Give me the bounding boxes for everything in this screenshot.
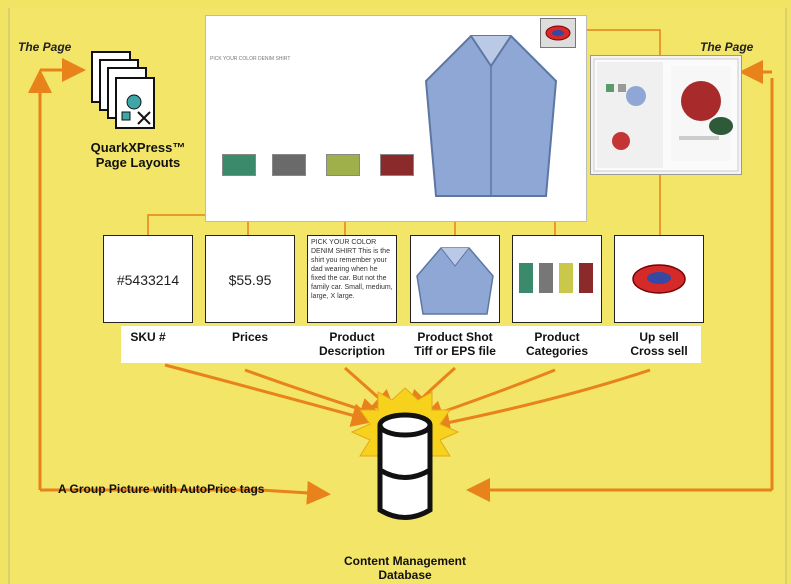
card-price: $55.95 <box>205 235 295 323</box>
caption-sku: SKU # <box>96 330 200 344</box>
card-description: PICK YOUR COLOR DENIM SHIRT This is the … <box>307 235 397 323</box>
page-label-right: The Page <box>700 40 754 54</box>
shirt-thumbnail <box>416 247 494 315</box>
database-icon <box>377 412 433 520</box>
layout-body-text: PICK YOUR COLOR DENIM SHIRT <box>210 56 291 62</box>
page-stack-icon <box>91 51 155 129</box>
description-text: PICK YOUR COLOR DENIM SHIRT This is the … <box>311 239 393 300</box>
page-thumbnail <box>590 55 742 175</box>
layout-swatch-3 <box>326 154 360 176</box>
card-product-shot <box>410 235 500 323</box>
quark-label-line2: Page Layouts <box>95 155 181 170</box>
sku-value: #5433214 <box>116 272 180 288</box>
caption-categories-line1: Product <box>534 330 580 344</box>
page-label-left: The Page <box>18 40 72 54</box>
caption-prices-line1: Prices <box>231 330 269 344</box>
card-sku: #5433214 <box>103 235 193 323</box>
layout-swatch-1 <box>222 154 256 176</box>
group-picture-arrow <box>259 480 331 505</box>
group-picture-label: A Group Picture with AutoPrice tags <box>58 482 265 496</box>
category-swatches <box>519 263 593 293</box>
cms-label-line2: Database <box>378 568 432 582</box>
cms-label-line1: Content Management <box>343 554 466 568</box>
quark-label: QuarkXPress™ Page Layouts <box>78 140 198 170</box>
caption-description-line1: Product <box>329 330 375 344</box>
layout-upsell-frame <box>540 18 576 48</box>
card-categories <box>512 235 602 323</box>
caption-sku-line1: SKU # <box>130 330 166 344</box>
quark-label-line1: QuarkXPress™ <box>90 140 186 155</box>
caption-shot-line2: Tiff or EPS file <box>414 344 496 358</box>
card-upsell <box>614 235 704 323</box>
upsell-icon <box>632 264 686 294</box>
caption-prices: Prices <box>198 330 302 344</box>
layout-swatch-4 <box>380 154 414 176</box>
caption-description-line2: Description <box>318 344 385 358</box>
caption-shot-line1: Product Shot <box>417 330 493 344</box>
cms-label: Content Management Database <box>310 554 500 582</box>
caption-upsell-line1: Up sell <box>639 330 679 344</box>
price-value: $55.95 <box>228 272 272 288</box>
layout-swatch-2 <box>272 154 306 176</box>
shirt-image <box>424 35 558 197</box>
page-layout-preview: PICK YOUR COLOR DENIM SHIRT <box>205 15 587 222</box>
caption-categories-line2: Categories <box>525 344 589 358</box>
caption-strip <box>121 326 701 363</box>
caption-upsell-line2: Cross sell <box>630 344 688 358</box>
